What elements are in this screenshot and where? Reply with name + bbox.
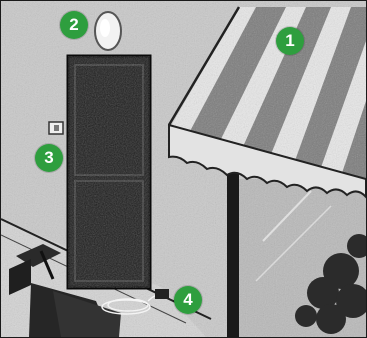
front-door [68,56,150,288]
wall-light-fixture [95,12,121,50]
callout-badge-floor-cable: 4 [174,286,202,314]
callout-badge-awning: 1 [276,27,304,55]
wall-switch-device [49,122,63,134]
floor-device [155,289,169,299]
callout-badge-wall-switch: 3 [35,144,63,172]
awning-post [227,161,239,337]
callout-badge-wall-light: 2 [60,11,88,39]
